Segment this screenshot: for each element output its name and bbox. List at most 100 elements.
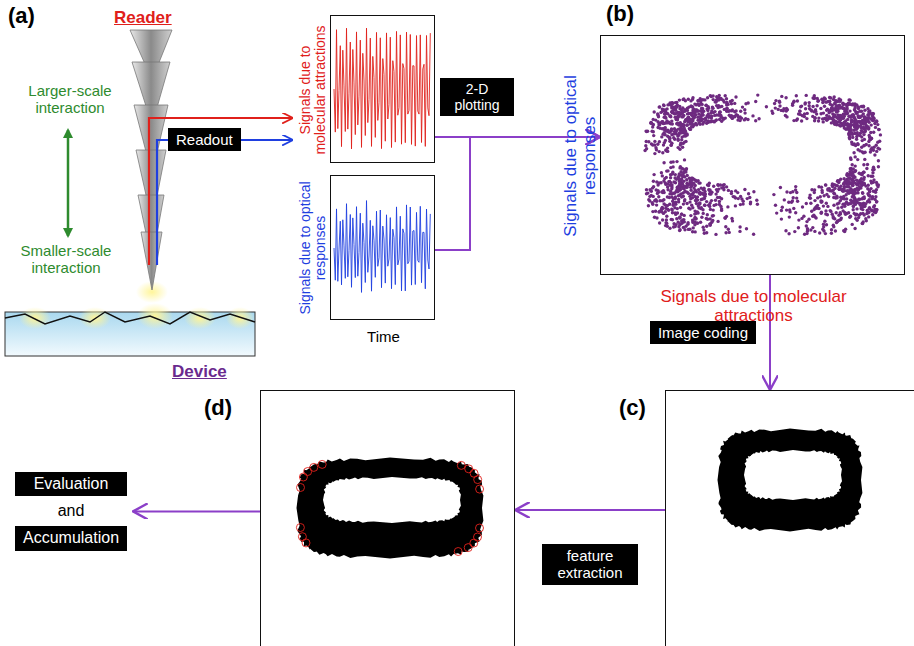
scatter-point <box>718 196 721 199</box>
scatter-point <box>680 167 683 170</box>
scatter-point <box>854 182 857 185</box>
scatter-point <box>842 182 845 185</box>
scatter-point <box>739 110 742 113</box>
scatter-point <box>756 93 759 96</box>
scatter-point <box>651 123 654 126</box>
scatter-point <box>855 128 858 131</box>
scatter-point <box>813 208 816 211</box>
scatter-point <box>852 116 855 119</box>
scatter-point <box>820 201 823 204</box>
scatter-point <box>667 209 670 212</box>
scatter-point <box>672 202 675 205</box>
scatter-point <box>682 195 685 198</box>
scatter-point <box>849 188 852 191</box>
scatter-point <box>838 104 841 107</box>
scatter-point <box>870 148 873 151</box>
scatter-point <box>863 138 866 141</box>
scatter-point <box>863 158 866 161</box>
scatter-point <box>690 193 693 196</box>
scatter-point <box>798 109 801 112</box>
scatter-point <box>792 196 795 199</box>
scatter-point <box>731 99 734 102</box>
scatter-point <box>871 168 874 171</box>
scatter-point <box>747 192 750 195</box>
scatter-point <box>828 115 831 118</box>
scatter-point <box>812 97 815 100</box>
scatter-point <box>779 186 782 189</box>
scatter-point <box>876 123 879 126</box>
scatter-point <box>802 215 805 218</box>
scatter-point <box>860 105 863 108</box>
feature-point <box>302 539 310 547</box>
scatter-point <box>712 214 715 217</box>
scatter-point <box>848 173 851 176</box>
scatter-point <box>687 98 690 101</box>
scatter-point <box>737 116 740 119</box>
scatter-point <box>670 183 673 186</box>
scatter-point <box>699 221 702 224</box>
scatter-point <box>832 215 835 218</box>
scatter-point <box>842 195 845 198</box>
scatter-point <box>654 198 657 201</box>
scatter-point <box>787 232 790 235</box>
scatter-point <box>691 98 694 101</box>
scatter-point <box>781 206 784 209</box>
feature-point <box>454 548 462 556</box>
scatter-point <box>792 100 795 103</box>
scatter-point <box>854 155 857 158</box>
scatter-point <box>875 150 878 153</box>
scatter-point <box>870 181 873 184</box>
scatter-point <box>689 214 692 217</box>
scatter-point <box>841 189 844 192</box>
scatter-point <box>868 206 871 209</box>
scatter-point <box>698 201 701 204</box>
scatter-point <box>863 130 866 133</box>
scatter-point <box>652 180 655 183</box>
scatter-point <box>856 158 859 161</box>
scatter-point <box>677 186 680 189</box>
scatter-point <box>663 108 666 111</box>
scatter-point <box>671 101 674 104</box>
scatter-point <box>817 185 820 188</box>
step-label: Readout <box>168 128 241 151</box>
scatter-point <box>669 115 672 118</box>
scatter-point <box>709 217 712 220</box>
scatter-point <box>676 186 679 189</box>
scatter-point <box>875 120 878 123</box>
scatter-point <box>825 117 828 120</box>
scatter-point <box>678 98 681 101</box>
scatter-point <box>854 122 857 125</box>
scatter-point <box>843 205 846 208</box>
scatter-point <box>719 205 722 208</box>
scatter-point <box>652 195 655 198</box>
scatter-point <box>804 107 807 110</box>
scatter-point <box>810 109 813 112</box>
scatter-point <box>740 117 743 120</box>
scatter-point <box>874 210 877 213</box>
scatter-point <box>652 130 655 133</box>
scatter-point <box>702 188 705 191</box>
blue-signal-trace <box>334 201 430 293</box>
scatter-point <box>693 217 696 220</box>
scatter-point <box>670 183 673 186</box>
scatter-point <box>812 214 815 217</box>
scatter-point <box>701 197 704 200</box>
scatter-point <box>681 115 684 118</box>
scatter-point <box>866 125 869 128</box>
device-label: Device <box>172 362 227 382</box>
scatter-point <box>680 219 683 222</box>
scatter-point <box>724 217 727 220</box>
scatter-point <box>709 115 712 118</box>
scatter-point <box>666 112 669 115</box>
scatter-point <box>685 124 688 127</box>
scatter-point <box>820 211 823 214</box>
scatter-point <box>849 167 852 170</box>
scatter-point <box>680 212 683 215</box>
scatter-point <box>662 104 665 107</box>
scatter-point <box>660 135 663 138</box>
scatter-point <box>682 134 685 137</box>
scatter-point <box>651 210 654 213</box>
scatter-point <box>855 138 858 141</box>
scatter-point <box>697 99 700 102</box>
scatter-point <box>855 179 858 182</box>
